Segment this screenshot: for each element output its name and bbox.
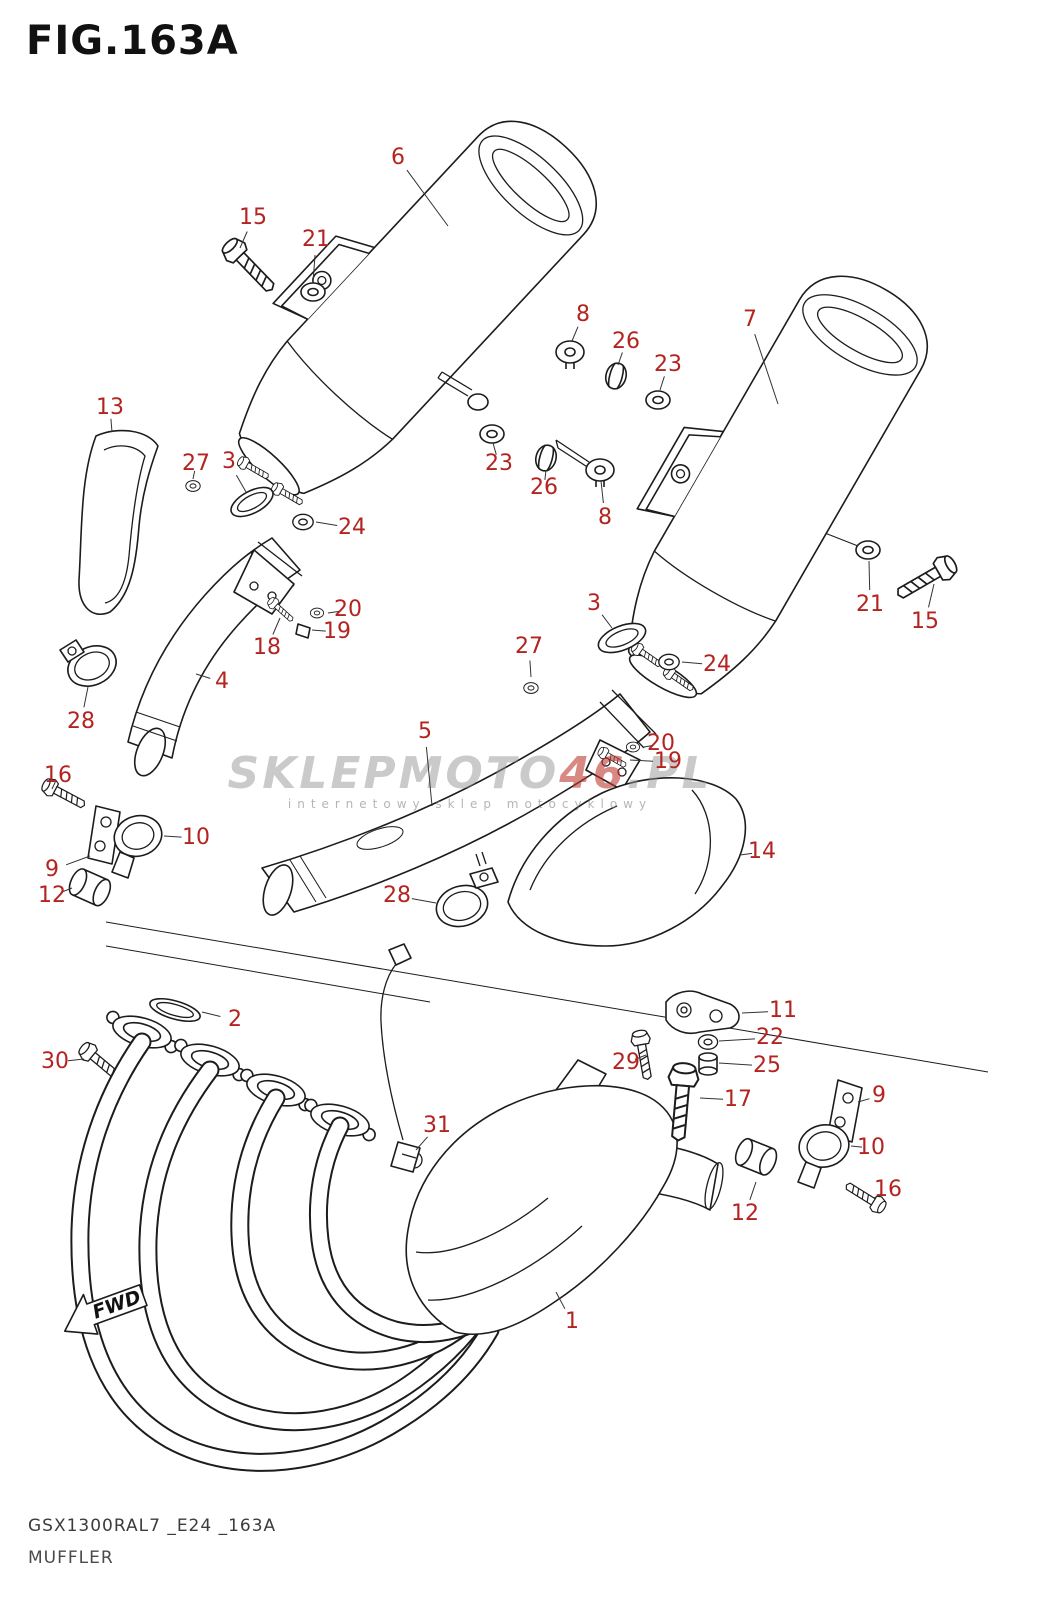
gasket-3	[230, 486, 274, 518]
washer-24	[292, 513, 314, 531]
washer-27	[523, 682, 539, 694]
fwd-arrow: FWD	[63, 1284, 148, 1335]
mount-stud	[437, 371, 473, 397]
figure-title: FIG.163A	[26, 18, 239, 64]
hanger-bracket-left	[38, 774, 163, 910]
exhaust-pipe-center	[261, 689, 657, 916]
mount-rubber-8	[585, 458, 615, 488]
sensor-connector	[388, 943, 412, 966]
gasket-3	[597, 622, 647, 654]
gasket-3-inner	[236, 491, 268, 513]
nut-19	[295, 623, 311, 639]
washer-22	[697, 1034, 719, 1050]
heat-shield-left	[78, 429, 159, 615]
hanger-bracket-right	[731, 1079, 890, 1217]
washer-24	[658, 653, 680, 671]
joint-parts-left	[185, 480, 314, 531]
connector-sleeve-12	[731, 1135, 781, 1179]
footer-part-code: GSX1300RAL7 _E24 _163A	[28, 1516, 277, 1536]
oxygen-sensor-31	[390, 1141, 421, 1173]
muffler-left	[234, 120, 598, 510]
washer-21	[300, 282, 326, 302]
mount-rubber-cluster	[437, 340, 671, 488]
washer-27	[185, 480, 201, 492]
bracket-11	[665, 990, 740, 1035]
footer-figure-name: MUFFLER	[28, 1548, 114, 1568]
bolt-29	[628, 1028, 658, 1082]
collector-chamber	[405, 1084, 678, 1336]
heat-shield-right	[507, 777, 747, 947]
washer-20	[625, 741, 641, 753]
exhaust-pipe-left	[127, 537, 325, 777]
mount-bracket-column	[628, 990, 740, 1143]
washer-20	[309, 607, 325, 619]
band-clamp-left	[59, 639, 117, 687]
bolt-15	[890, 550, 962, 607]
washer-21	[855, 540, 881, 560]
washer-23	[479, 424, 505, 444]
fwd-arrow-label: FWD	[90, 1286, 144, 1324]
bolt-16	[841, 1177, 890, 1217]
mount-rubber-8	[555, 340, 585, 370]
connector-sleeve-12	[65, 865, 115, 910]
exhaust-header-assembly	[70, 943, 724, 1472]
band-clamp-right	[435, 851, 499, 928]
joint-parts-right	[523, 622, 680, 694]
bolt-16	[38, 774, 90, 814]
spacer-26	[602, 360, 630, 392]
spacer-25	[698, 1052, 718, 1076]
sensor-wire	[380, 963, 404, 1141]
mount-stud-base	[467, 393, 489, 411]
washer-23	[645, 390, 671, 410]
bolt-15	[216, 233, 283, 300]
muffler-right	[627, 275, 929, 699]
spacer-26	[532, 442, 560, 474]
gasket-2	[149, 997, 201, 1023]
gasket-3-inner	[605, 628, 639, 648]
